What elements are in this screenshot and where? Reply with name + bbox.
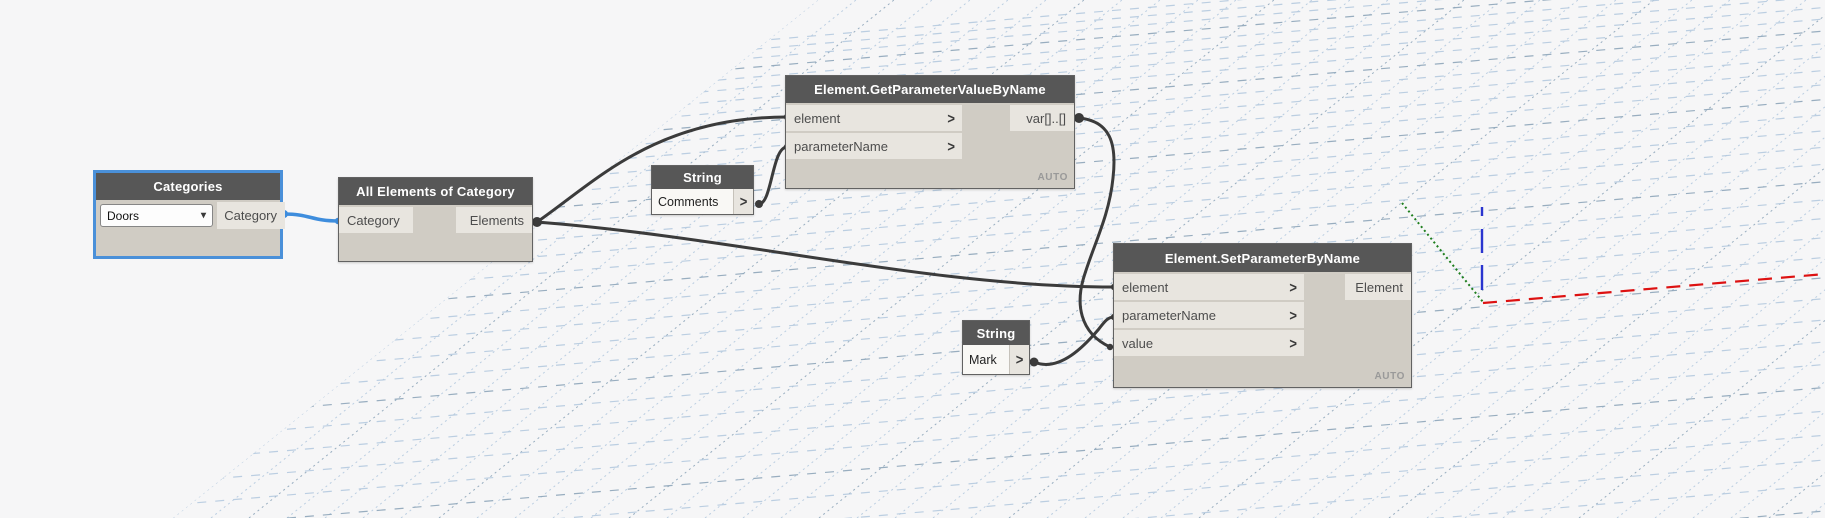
port-connector-nub[interactable] <box>1029 357 1039 367</box>
port-chevron-icon: > <box>1015 350 1024 369</box>
axis-x-red <box>1482 272 1825 305</box>
port-all-elements-input-category[interactable]: Category <box>339 207 413 233</box>
lacing-indicator[interactable]: AUTO <box>1374 371 1405 382</box>
node-categories-title: Categories <box>153 179 223 194</box>
node-all-elements[interactable]: All Elements of Category Category Elemen… <box>338 177 533 262</box>
port-chevron-icon: > <box>947 137 955 155</box>
node-categories[interactable]: Categories Doors ▾ Category <box>93 170 285 259</box>
port-string-comments-output[interactable]: > <box>734 189 753 214</box>
node-set-parameter-header[interactable]: Element.SetParameterByName <box>1114 244 1411 272</box>
node-set-parameter[interactable]: Element.SetParameterByName element > Ele… <box>1113 243 1412 388</box>
node-string-mark-title: String <box>976 325 1016 341</box>
port-connector-nub[interactable] <box>755 200 763 208</box>
port-chevron-icon: > <box>1289 334 1297 352</box>
node-get-parameter[interactable]: Element.GetParameterValueByName element … <box>785 75 1075 189</box>
node-all-elements-footer <box>339 235 532 261</box>
node-string-comments[interactable]: String Comments > <box>651 165 754 215</box>
node-all-elements-title: All Elements of Category <box>356 184 515 199</box>
node-all-elements-header[interactable]: All Elements of Category <box>339 178 532 205</box>
node-categories-header[interactable]: Categories <box>96 173 280 200</box>
origin-axes <box>1401 202 1825 305</box>
dropdown-arrow-icon: ▾ <box>200 210 206 221</box>
node-string-comments-header[interactable]: String <box>652 166 753 189</box>
wire[interactable] <box>535 115 789 224</box>
string-mark-input-field[interactable]: Mark <box>963 345 1010 374</box>
categories-dropdown-value: Doors <box>107 208 140 223</box>
port-chevron-icon: > <box>947 109 955 127</box>
node-string-mark-header[interactable]: String <box>963 321 1029 345</box>
port-string-mark-output[interactable]: > <box>1010 345 1029 374</box>
port-set-parameter-input-parametername[interactable]: parameterName > <box>1114 302 1304 328</box>
axis-y-green <box>1401 202 1484 303</box>
port-get-parameter-input-parametername[interactable]: parameterName > <box>786 133 962 159</box>
port-chevron-icon: > <box>1289 306 1297 324</box>
node-categories-footer <box>96 231 280 256</box>
node-get-parameter-header[interactable]: Element.GetParameterValueByName <box>786 76 1074 103</box>
string-comments-input-field[interactable]: Comments <box>652 189 734 214</box>
port-all-elements-output-elements[interactable]: Elements <box>456 207 532 233</box>
port-connector-nub[interactable] <box>532 217 542 227</box>
wire[interactable] <box>1077 116 1116 349</box>
port-set-parameter-input-element[interactable]: element > <box>1114 274 1304 300</box>
categories-dropdown[interactable]: Doors ▾ <box>100 204 213 227</box>
port-connector-nub[interactable] <box>1106 343 1114 351</box>
wire[interactable] <box>1032 315 1116 366</box>
wire[interactable] <box>535 220 1116 289</box>
wire[interactable] <box>282 212 340 223</box>
wire[interactable] <box>757 145 789 206</box>
port-set-parameter-input-value[interactable]: value > <box>1114 330 1304 356</box>
port-set-parameter-output-element[interactable]: Element <box>1345 274 1411 300</box>
port-get-parameter-output-var[interactable]: var[]..[] <box>1010 105 1074 131</box>
node-string-comments-title: String <box>683 170 722 185</box>
lacing-indicator[interactable]: AUTO <box>1037 172 1068 183</box>
node-get-parameter-title: Element.GetParameterValueByName <box>814 82 1046 97</box>
port-get-parameter-input-element[interactable]: element > <box>786 105 962 131</box>
port-categories-output-category[interactable]: Category <box>217 202 285 229</box>
port-connector-nub[interactable] <box>1074 113 1084 123</box>
node-string-mark[interactable]: String Mark > <box>962 320 1030 375</box>
port-chevron-icon: > <box>739 192 748 211</box>
node-set-parameter-title: Element.SetParameterByName <box>1164 250 1361 266</box>
port-chevron-icon: > <box>1289 278 1297 296</box>
